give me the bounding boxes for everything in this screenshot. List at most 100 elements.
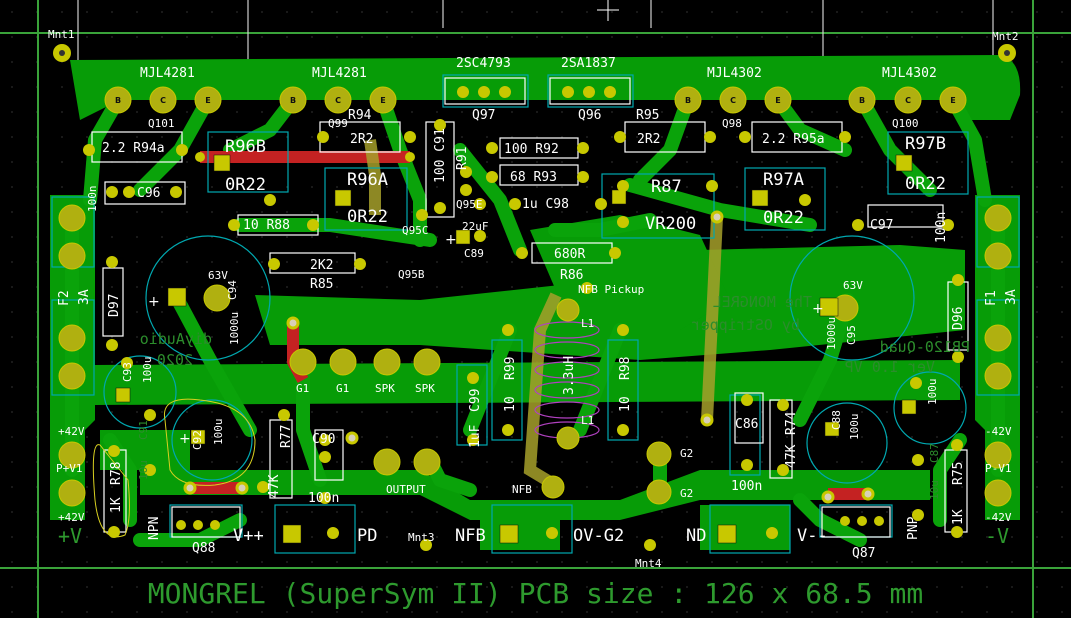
nd-connector-label: ND (686, 526, 706, 546)
c96-value: 100n (86, 186, 99, 213)
r96a-value: 0R22 (347, 207, 388, 227)
g2b-label: G2 (680, 487, 693, 500)
c90-label: C90 (312, 432, 335, 447)
svg-text:C: C (335, 96, 341, 105)
c90-value: 100n (308, 491, 339, 506)
r96b-label: R96B (225, 137, 266, 157)
r96b-value: 0R22 (225, 175, 266, 195)
q101-ref: Q101 (148, 117, 175, 130)
q100-part: MJL4302 (882, 66, 937, 81)
c86-label: C86 (735, 417, 758, 432)
q100-ref: Q100 (892, 117, 919, 130)
mnt3-label: Mnt3 (408, 531, 435, 544)
svg-text:C: C (905, 96, 911, 105)
r98-label: R98 (618, 357, 633, 380)
c91-label: 100 C91 (433, 128, 448, 183)
mnt1-label: Mnt1 (48, 28, 75, 41)
nfb-pickup-label: NFB Pickup (578, 283, 644, 296)
r97a-label: R97A (763, 170, 804, 190)
r97a-value: 0R22 (763, 208, 804, 228)
svg-text:E: E (380, 96, 385, 105)
c99-value: 1uF (468, 424, 483, 448)
r74-label: R74 (784, 411, 799, 435)
pin-letters: B C E B C E B C E B C E (115, 96, 956, 105)
board-caption: MONGREL (SuperSym II) PCB size : 126 x 6… (147, 576, 924, 610)
r75-value: 1K (951, 509, 966, 525)
ver-mirror-text: Ver 1.0 VP (845, 358, 935, 376)
c93-value: 100u (141, 357, 154, 384)
pv1-right-label: P-V1 (985, 462, 1012, 475)
r92-label: 100 R92 (504, 142, 559, 157)
q95c-label: Q95C (402, 224, 429, 237)
pnp-label: PNP (906, 516, 921, 540)
c97-label: C97 (870, 218, 893, 233)
vpp-connector-label: V++ (233, 526, 264, 546)
svg-text:B: B (290, 96, 296, 105)
f2-value: 3A (77, 289, 92, 305)
plus-v-label: +V (58, 524, 82, 548)
minus42-top-label: -42V (985, 425, 1012, 438)
q87-label: Q87 (852, 546, 875, 561)
r97b-value: 0R22 (905, 174, 946, 194)
cursor-crosshair-icon (597, 0, 619, 21)
c91-left-label: C91 (137, 420, 150, 440)
output-label: OUTPUT (386, 483, 426, 496)
svg-text:B: B (859, 96, 865, 105)
c89-label: C89 (464, 247, 484, 260)
r86-label: R86 (560, 268, 583, 283)
r77-label: R77 (279, 425, 294, 448)
svg-text:E: E (775, 96, 780, 105)
polarity-marks: + + + + (148, 232, 824, 447)
c88-label: C88 (830, 410, 843, 430)
q88-label: Q88 (192, 541, 215, 556)
svg-text:+: + (445, 232, 457, 248)
r95-label: R95 (636, 108, 659, 123)
r95a-label: 2.2 R95a (762, 132, 825, 147)
svg-text:+: + (812, 301, 824, 317)
g1a-label: G1 (296, 382, 309, 395)
r94-label: R94 (348, 108, 372, 123)
pd-connector-label: PD (357, 526, 377, 546)
r74-value: 47K (784, 444, 799, 468)
g1b-label: G1 (336, 382, 349, 395)
f2-label: F2 (57, 290, 72, 306)
q97-ref: Q97 (472, 108, 495, 123)
r97b-label: R97B (905, 134, 946, 154)
q95e-label: Q95E (456, 198, 483, 211)
q101-part: MJL4281 (140, 66, 195, 81)
c99-label: C99 (468, 389, 483, 412)
mongrel-mirror-text: The MONGREL (713, 293, 812, 311)
silk-labels: Mnt1 Mnt2 Mnt3 Mnt4 MJL4281 MJL4281 2SC4… (48, 28, 1019, 570)
d97-label: D97 (107, 294, 122, 317)
q97-part: 2SC4793 (456, 56, 511, 71)
pads (53, 44, 1016, 551)
nfb-connector-label: NFB (455, 526, 486, 546)
q99-part: MJL4281 (312, 66, 367, 81)
q99-ref: Q99 (328, 117, 348, 130)
r75-label: R75 (951, 462, 966, 485)
c97-value: 100n (934, 212, 949, 243)
q96-ref: Q96 (578, 108, 601, 123)
c92-value: 100u (212, 419, 225, 446)
diyaudio-mirror-text: diyAudio (140, 330, 212, 348)
c89-value: 22uF (462, 220, 489, 233)
npn-label: NPN (147, 517, 162, 540)
c95-label: C95 (845, 325, 858, 345)
mnt2-label: Mnt2 (992, 30, 1019, 43)
q96-part: 2SA1837 (561, 56, 616, 71)
c93-label: C93 (121, 362, 134, 382)
r78-label: R78 (109, 462, 124, 485)
r93-label: 68 R93 (510, 170, 557, 185)
vr200-label: VR200 (645, 214, 696, 234)
r88-label: 10 R88 (243, 218, 290, 233)
r86-value: 680R (554, 247, 585, 262)
pv1-label: P+V1 (56, 462, 83, 475)
q95b-label: Q95B (398, 268, 425, 281)
c94-value: 1000u (228, 312, 241, 345)
c88-value: 100u (848, 414, 861, 441)
vmm-connector-label: V-- (797, 526, 828, 546)
c86-value: 100n (731, 479, 762, 494)
c94-label: C94 (226, 280, 239, 300)
